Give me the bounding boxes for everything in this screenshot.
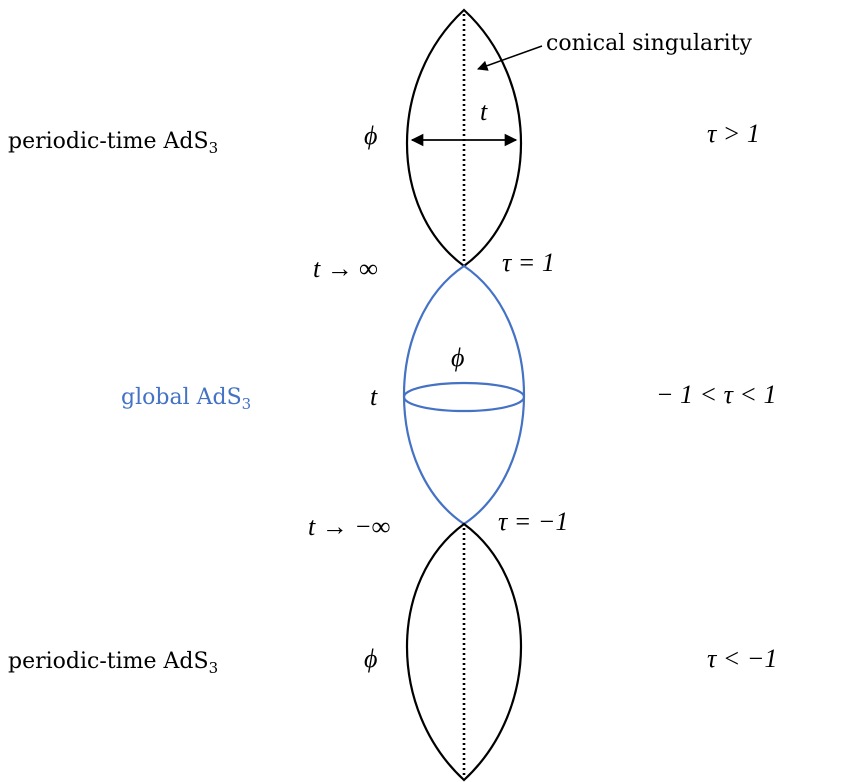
middle-phi-label: ϕ <box>451 343 464 372</box>
upper-t-limit: t → ∞ <box>313 254 378 283</box>
bottom-lens-outline <box>406 522 522 782</box>
top-lens <box>406 8 522 268</box>
top-t-label: t <box>480 97 488 126</box>
bottom-tau-condition: τ < −1 <box>707 644 777 673</box>
top-lens-outline <box>406 8 522 268</box>
bottom-lens <box>406 522 522 782</box>
lower-tau-value: τ = −1 <box>498 507 568 536</box>
ellipse-icon <box>402 381 526 413</box>
middle-lens <box>402 264 526 526</box>
lower-t-limit: t → −∞ <box>308 512 390 541</box>
top-phi-label: ϕ <box>364 121 377 150</box>
arrow-icon <box>477 45 543 71</box>
middle-tau-condition: − 1 < τ < 1 <box>656 380 776 409</box>
top-tau-condition: τ > 1 <box>707 119 760 148</box>
bottom-region-name: periodic-time AdS3 <box>8 649 218 677</box>
top-region-name: periodic-time AdS3 <box>8 129 218 157</box>
conical-singularity-label: conical singularity <box>546 31 753 56</box>
middle-region-name: global AdS3 <box>121 385 251 413</box>
bottom-phi-label: ϕ <box>364 644 377 673</box>
upper-tau-value: τ = 1 <box>502 248 555 277</box>
middle-t-label: t <box>370 382 378 411</box>
middle-lens-outline <box>403 264 525 526</box>
